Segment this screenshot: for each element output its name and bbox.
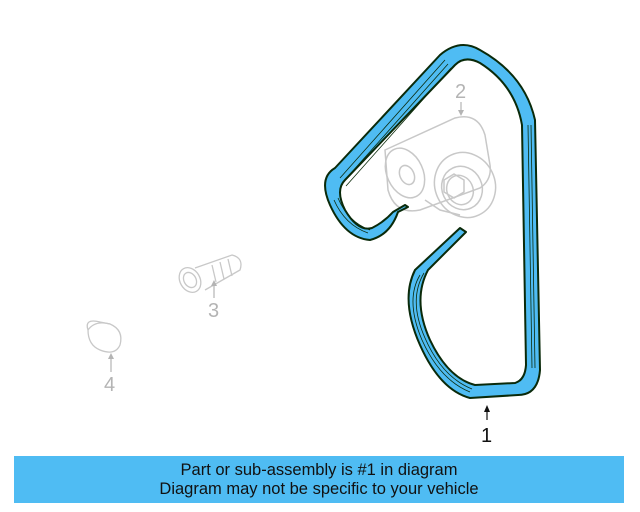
callout-4: 4 — [104, 353, 115, 396]
svg-text:4: 4 — [104, 374, 115, 396]
serpentine-belt — [324, 44, 541, 399]
callout-3: 3 — [208, 280, 219, 322]
cap-part — [86, 320, 122, 353]
callout-1: 1 — [481, 405, 492, 447]
callout-2: 2 — [455, 81, 466, 116]
bolt-part — [178, 254, 242, 293]
banner-line-1: Part or sub-assembly is #1 in diagram — [180, 460, 458, 479]
info-banner: Part or sub-assembly is #1 in diagram Di… — [14, 456, 624, 503]
parts-diagram: 2 1 3 4 — [86, 44, 541, 447]
tensioner-part — [384, 116, 497, 219]
banner-line-2: Diagram may not be specific to your vehi… — [159, 479, 479, 498]
svg-text:1: 1 — [481, 425, 492, 447]
svg-text:3: 3 — [208, 300, 219, 322]
svg-text:2: 2 — [455, 81, 466, 103]
